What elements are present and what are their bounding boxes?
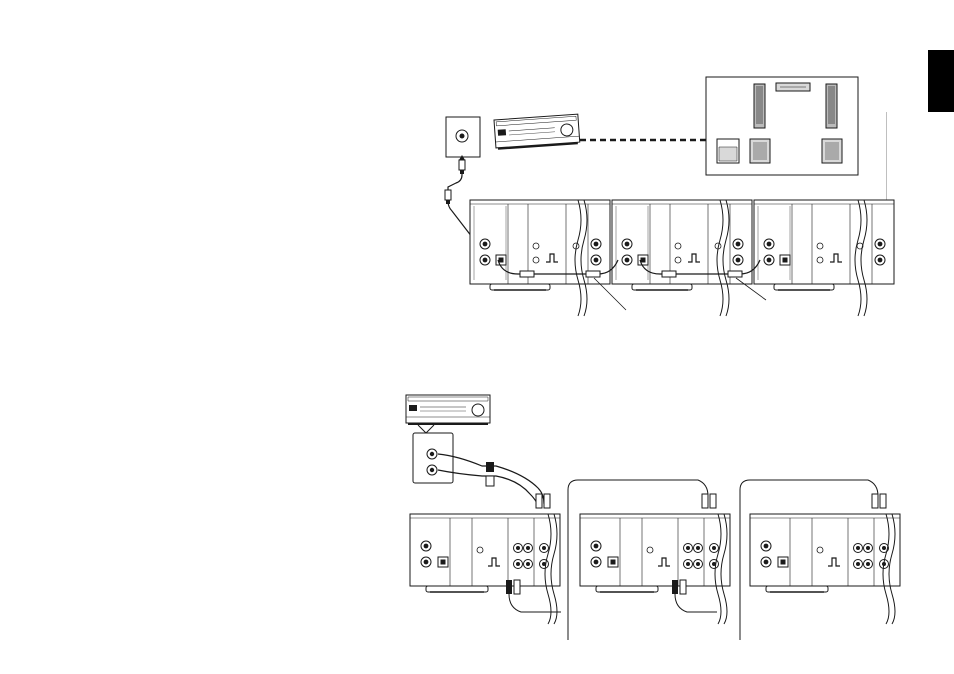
rca-plug-icon: [459, 160, 465, 174]
speaker-icon: [826, 84, 837, 128]
amplifier-icon: [494, 114, 580, 150]
amplifier-icon: [406, 395, 490, 425]
amplifier-input-callout: [413, 425, 453, 483]
deck-3: [750, 514, 900, 592]
deck-2: [580, 514, 730, 592]
speaker-icon: [822, 139, 842, 163]
speaker-system-box: [706, 77, 858, 175]
speaker-icon: [750, 139, 770, 163]
deck-1: [410, 514, 560, 592]
speaker-icon: [776, 83, 810, 91]
speaker-icon: [754, 84, 765, 128]
rca-plug-icon: [445, 190, 451, 204]
antenna-wall-jack: [446, 117, 480, 165]
subwoofer-icon: [717, 139, 739, 163]
deck-3: [754, 200, 894, 290]
